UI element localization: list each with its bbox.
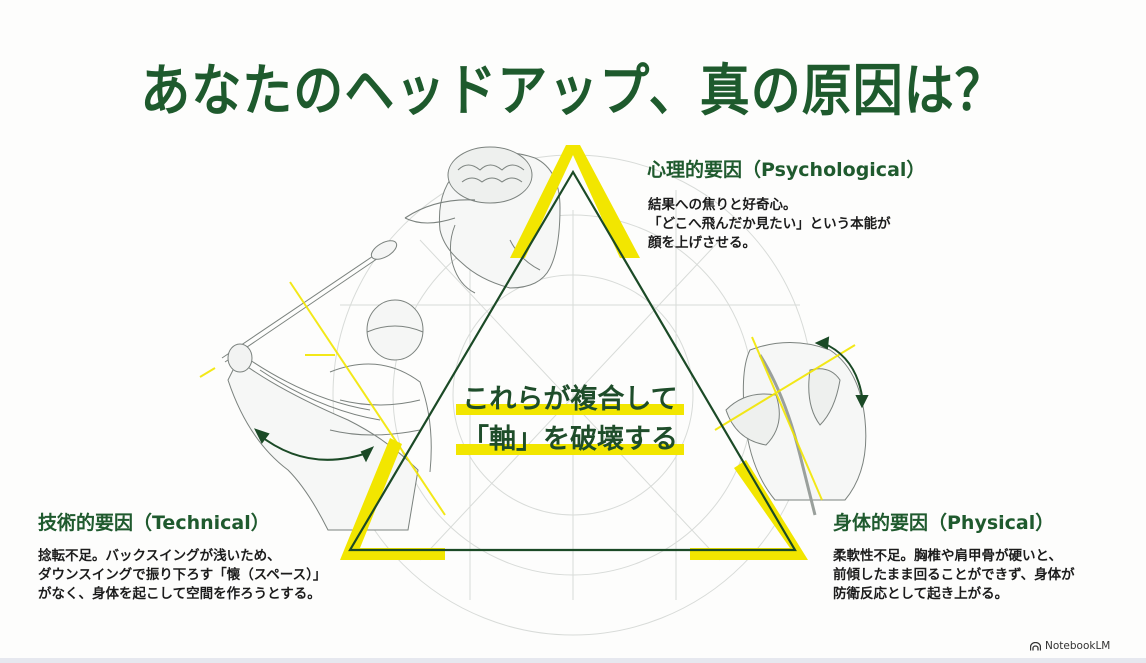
golfer-guide-lines [199, 281, 446, 516]
description-line: 柔軟性不足。胸椎や肩甲骨が硬いと、 [833, 548, 1062, 564]
center-message-line-2: 「軸」を破壊する [456, 420, 684, 460]
factor-triangle [348, 169, 797, 552]
center-message-line-1: これらが複合して [456, 380, 684, 420]
golfer-backswing-illustration [221, 240, 432, 531]
description-line: 「どこへ飛んだか見たい」という本能が [648, 216, 891, 232]
physical-factor-description: 柔軟性不足。胸椎や肩甲骨が硬いと、 前傾したまま回ることができず、身体が 防衛反… [833, 547, 1075, 604]
description-line: ダウンスイングで振り下ろす「懐（スペース）」 [38, 567, 327, 583]
description-line: 捻転不足。バックスイングが浅いため、 [38, 548, 281, 564]
spine-guide-lines [714, 336, 856, 501]
brain-head-illustration [404, 146, 561, 294]
description-line: 前傾したまま回ることができず、身体が [833, 567, 1075, 583]
physical-factor-title: 身体的要因（Physical） [833, 512, 1055, 534]
spine-shoulder-illustration [725, 342, 867, 516]
description-line: 結果への焦りと好奇心。 [648, 197, 797, 213]
center-message: これらが複合して 「軸」を破壊する [440, 380, 700, 460]
notebooklm-logo-icon [1030, 641, 1041, 650]
psychological-factor-description: 結果への焦りと好奇心。 「どこへ飛んだか見たい」という本能が 顔を上げさせる。 [648, 196, 891, 253]
description-line: 顔を上げさせる。 [648, 235, 756, 251]
notebooklm-brand: NotebookLM [1030, 640, 1110, 652]
technical-factor-title: 技術的要因（Technical） [38, 512, 270, 534]
description-line: がなく、身体を起こして空間を作ろうとする。 [38, 586, 321, 602]
technical-factor-description: 捻転不足。バックスイングが浅いため、 ダウンスイングで振り下ろす「懐（スペース）… [38, 547, 326, 604]
bottom-bar [0, 658, 1146, 663]
psychological-factor-title: 心理的要因（Psychological） [647, 159, 926, 181]
rotation-arrow-icon [254, 428, 375, 463]
description-line: 防衛反応として起き上がる。 [833, 586, 1009, 602]
brand-label: NotebookLM [1045, 640, 1111, 652]
page-title: あなたのヘッドアップ、真の原因は？ [140, 58, 1006, 124]
shoulder-rotation-arrow-icon [814, 336, 869, 409]
